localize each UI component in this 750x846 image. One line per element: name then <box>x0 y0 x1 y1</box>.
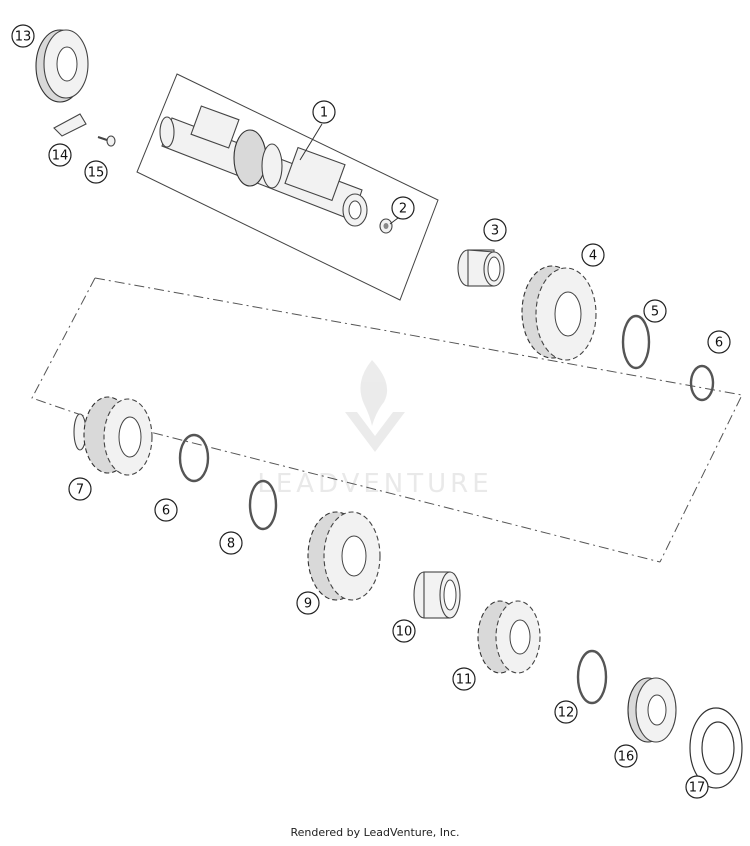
leader-lines <box>299 123 399 225</box>
callout-circle[interactable] <box>391 196 415 220</box>
assembly-line-left <box>31 277 96 419</box>
callout-circle[interactable] <box>68 477 92 501</box>
callout-8[interactable]: 8 <box>219 531 243 555</box>
callout-label: 1 <box>320 106 328 121</box>
gear-4 <box>521 265 597 361</box>
main-shaft <box>159 105 368 227</box>
callout-label: 12 <box>558 706 575 721</box>
watermark-v-icon <box>345 412 405 452</box>
gear-9 <box>307 511 381 601</box>
assembly-line-upper <box>94 277 743 563</box>
part-2-plug <box>379 218 393 234</box>
callout-4[interactable]: 4 <box>581 243 605 267</box>
callout-circle[interactable] <box>483 218 507 242</box>
callout-circle[interactable] <box>84 160 108 184</box>
bearing-13 <box>35 29 89 103</box>
callout-14[interactable]: 14 <box>48 143 72 167</box>
callout-circle[interactable] <box>296 591 320 615</box>
callout-label: 6 <box>162 504 170 519</box>
callout-circle[interactable] <box>312 100 336 124</box>
callout-label: 4 <box>589 249 597 264</box>
callout-16[interactable]: 16 <box>614 744 638 768</box>
callout-circle[interactable] <box>685 775 709 799</box>
callout-circle[interactable] <box>219 531 243 555</box>
callout-label: 14 <box>52 149 69 164</box>
callout-circle[interactable] <box>452 667 476 691</box>
washer-5 <box>621 314 651 370</box>
callout-label: 7 <box>76 483 84 498</box>
callout-label: 3 <box>491 224 499 239</box>
callout-label: 17 <box>689 781 706 796</box>
callout-10[interactable]: 10 <box>392 619 416 643</box>
callout-circle[interactable] <box>392 619 416 643</box>
washer-17 <box>689 707 743 789</box>
circlip-6-lower <box>178 433 210 483</box>
callout-1[interactable]: 1 <box>312 100 336 124</box>
callout-13[interactable]: 13 <box>11 24 35 48</box>
callout-label: 8 <box>227 537 235 552</box>
callout-circle[interactable] <box>48 143 72 167</box>
footer-credit: Rendered by LeadVenture, Inc. <box>290 826 460 839</box>
callout-6[interactable]: 6 <box>154 498 178 522</box>
callout-label: 13 <box>15 30 32 45</box>
callout-label: 2 <box>399 202 407 217</box>
callout-circle[interactable] <box>154 498 178 522</box>
watermark: LEADVENTURE <box>257 360 492 499</box>
washer-8 <box>248 479 278 531</box>
callout-circle[interactable] <box>707 330 731 354</box>
callout-label: 15 <box>88 166 105 181</box>
callout-circle[interactable] <box>581 243 605 267</box>
bushing-3 <box>457 249 505 287</box>
assembly-line-diagonal <box>94 417 661 563</box>
callout-circle[interactable] <box>643 299 667 323</box>
callout-11[interactable]: 11 <box>452 667 476 691</box>
callout-label: 9 <box>304 597 312 612</box>
watermark-text: LEADVENTURE <box>257 469 492 499</box>
screw-15 <box>97 135 116 147</box>
washer-12 <box>576 649 608 705</box>
callout-label: 11 <box>456 673 473 688</box>
callout-label: 16 <box>618 750 635 765</box>
callout-5[interactable]: 5 <box>643 299 667 323</box>
callout-3[interactable]: 3 <box>483 218 507 242</box>
gear-7 <box>73 396 153 476</box>
needle-bearing-10 <box>413 571 461 619</box>
bearing-16 <box>627 677 677 743</box>
callout-12[interactable]: 12 <box>554 700 578 724</box>
shaft-group-box <box>136 73 439 301</box>
callout-circle[interactable] <box>614 744 638 768</box>
callout-7[interactable]: 7 <box>68 477 92 501</box>
callout-17[interactable]: 17 <box>685 775 709 799</box>
callout-label: 10 <box>396 625 413 640</box>
circlip-6-upper <box>689 364 715 402</box>
lock-plate-14 <box>53 113 87 137</box>
callout-9[interactable]: 9 <box>296 591 320 615</box>
callout-circle[interactable] <box>11 24 35 48</box>
callout-label: 6 <box>715 336 723 351</box>
assembly-lines <box>31 277 743 563</box>
callout-15[interactable]: 15 <box>84 160 108 184</box>
callout-circle[interactable] <box>554 700 578 724</box>
callout-2[interactable]: 2 <box>391 196 415 220</box>
gear-11 <box>477 600 541 674</box>
callout-6[interactable]: 6 <box>707 330 731 354</box>
callout-label: 5 <box>651 305 659 320</box>
watermark-flame-icon <box>360 360 388 426</box>
